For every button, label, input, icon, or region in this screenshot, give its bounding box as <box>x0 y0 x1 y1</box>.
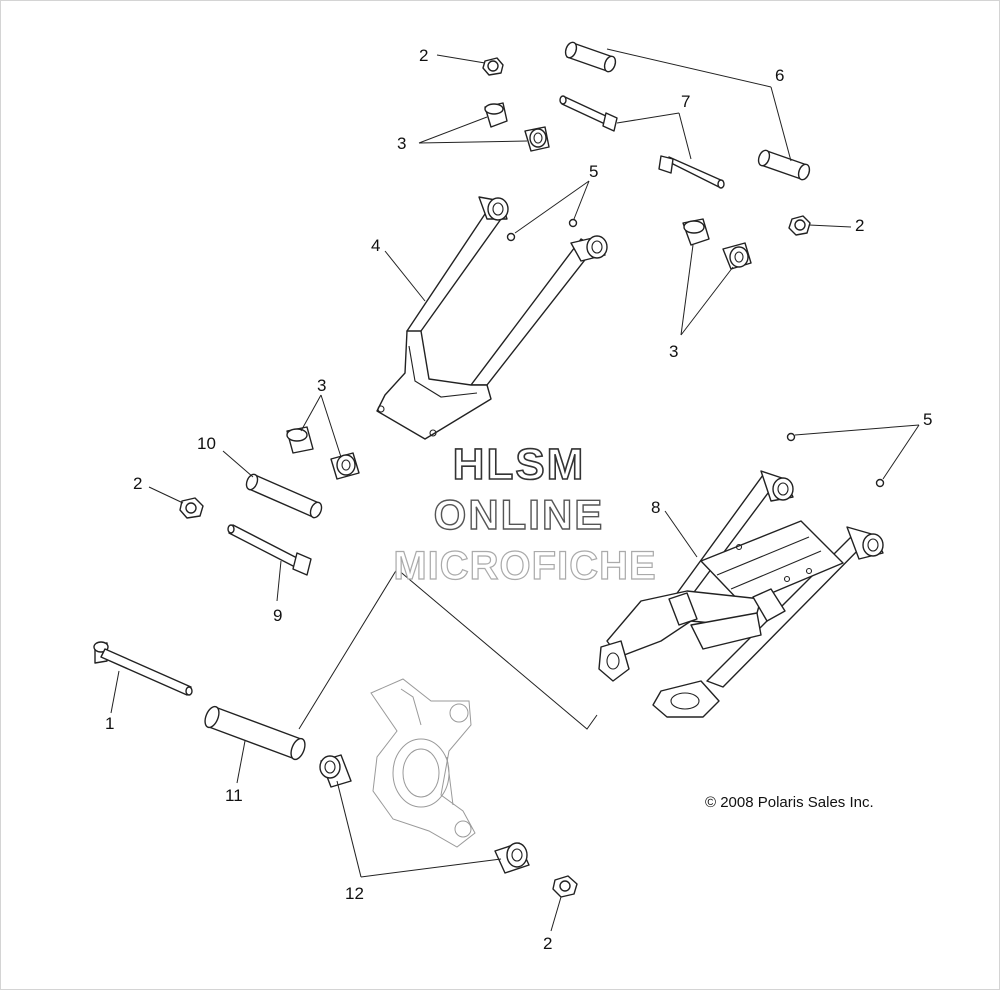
callout-3: 3 <box>317 376 326 395</box>
bolt-part-9[interactable] <box>227 524 312 576</box>
bolt-part-7-upper[interactable] <box>559 95 618 132</box>
sleeve-part-10[interactable] <box>244 473 323 520</box>
callout-3: 3 <box>397 134 406 153</box>
callout-6: 6 <box>775 66 784 85</box>
grease-fitting-part-5-c[interactable] <box>786 432 796 442</box>
callout-12: 12 <box>345 884 364 903</box>
grease-fitting-part-5-d[interactable] <box>875 478 885 488</box>
bushing-part-3-d[interactable] <box>722 242 752 270</box>
bushing-part-3-c[interactable] <box>682 218 710 246</box>
callout-4: 4 <box>371 236 380 255</box>
sleeve-part-6-lower[interactable] <box>757 149 812 181</box>
nut-part-2-top[interactable] <box>482 57 504 76</box>
sleeve-part-11[interactable] <box>202 705 307 762</box>
copyright-notice: © 2008 Polaris Sales Inc. <box>705 794 874 811</box>
callout-2: 2 <box>855 216 864 235</box>
bolt-part-7-lower[interactable] <box>658 155 725 189</box>
nut-part-2-bottom[interactable] <box>552 875 578 898</box>
watermark: HLSM ONLINE MICROFICHE <box>393 439 657 588</box>
callout-2: 2 <box>543 934 552 953</box>
callout-9: 9 <box>273 606 282 625</box>
bushing-part-3-b[interactable] <box>524 126 550 152</box>
watermark-line-1: HLSM <box>453 440 586 489</box>
grease-fitting-part-5-b[interactable] <box>568 218 578 228</box>
bushing-part-12-a[interactable] <box>319 754 352 788</box>
callout-8: 8 <box>651 498 660 517</box>
callout-5: 5 <box>923 410 932 429</box>
knuckle-reference-outline <box>370 678 476 848</box>
bushing-part-3-a[interactable] <box>484 102 508 128</box>
callout-5: 5 <box>589 162 598 181</box>
bolt-part-1[interactable] <box>93 641 193 696</box>
watermark-line-2: ONLINE <box>434 491 605 538</box>
callout-2: 2 <box>133 474 142 493</box>
grease-fitting-part-5-a[interactable] <box>506 232 516 242</box>
callout-labels: 2 3 6 7 5 2 4 3 3 10 2 9 5 8 1 11 12 2 <box>105 46 932 953</box>
a-arm-part-4[interactable] <box>376 196 608 440</box>
bushing-part-3-e[interactable] <box>286 426 314 454</box>
swing-arm-part-8[interactable] <box>598 470 884 718</box>
callout-7: 7 <box>681 92 690 111</box>
nut-part-2-right[interactable] <box>788 215 811 236</box>
sleeve-part-6-upper[interactable] <box>564 41 618 73</box>
bushing-part-12-b[interactable] <box>494 842 530 874</box>
callout-3: 3 <box>669 342 678 361</box>
nut-part-2-left[interactable] <box>179 497 204 519</box>
callout-1: 1 <box>105 714 114 733</box>
bushing-part-3-f[interactable] <box>330 452 360 480</box>
callout-10: 10 <box>197 434 216 453</box>
leader-lines <box>110 48 920 932</box>
callout-2: 2 <box>419 46 428 65</box>
callout-11: 11 <box>225 786 243 805</box>
watermark-line-3: MICROFICHE <box>393 544 656 588</box>
